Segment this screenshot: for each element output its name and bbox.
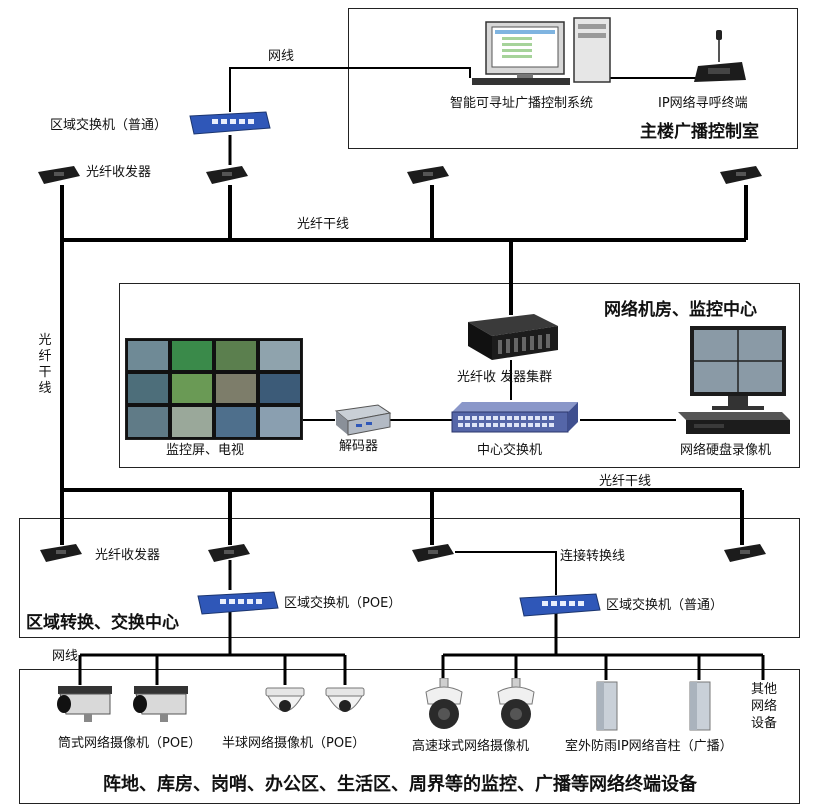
monitor-screen-label: 监控屏、电视 <box>166 443 245 458</box>
bullet-camera-icon <box>133 686 188 722</box>
fiber-transceiver-icon <box>412 544 454 562</box>
speed-dome-camera-icon <box>425 678 463 729</box>
fiber-trunk-vertical-label: 光 纤 干 线 <box>38 333 52 396</box>
switch-normal-icon <box>519 593 601 617</box>
speaker-column-icon <box>596 681 618 731</box>
nvr-label: 网络硬盘录像机 <box>680 443 772 458</box>
decoder-label: 解码器 <box>339 439 379 454</box>
decoder-icon <box>334 404 392 436</box>
bullet-camera-label: 筒式网络摄像机（POE） <box>58 736 202 751</box>
other-devices-label: 其他 网络 设备 <box>750 682 777 731</box>
fiber-transceiver-icon <box>38 166 80 184</box>
fiber-cluster-label: 光纤收 发器集群 <box>457 370 553 385</box>
fiber-transceiver-icon <box>407 166 449 184</box>
switch-poe-icon <box>197 591 279 615</box>
fiber-transceiver-icon <box>206 166 248 184</box>
switch-normal-top-icon <box>189 111 271 135</box>
speed-dome-label: 高速球式网络摄像机 <box>412 739 530 754</box>
broadcast-system-label: 智能可寻址广播控制系统 <box>450 96 594 111</box>
switch-normal-label: 区域交换机（普通） <box>606 598 724 613</box>
switch-poe-label: 区域交换机（POE） <box>284 596 402 611</box>
fiber-cluster-chassis-icon <box>468 314 558 360</box>
main-building-title: 主楼广播控制室 <box>640 122 759 142</box>
conversion-line-label: 连接转换线 <box>560 549 626 564</box>
network-line-top-label: 网线 <box>268 49 295 64</box>
fiber-transceiver-icon <box>208 544 250 562</box>
fiber-transceiver-icon <box>724 544 766 562</box>
network-line-bottom-label: 网线 <box>52 649 79 664</box>
dome-camera-icon <box>325 687 365 712</box>
core-switch-label: 中心交换机 <box>477 443 543 458</box>
fiber-trunk-top-label: 光纤干线 <box>297 217 350 232</box>
switch-top-label: 区域交换机（普通） <box>50 118 168 133</box>
dome-camera-icon <box>265 687 305 712</box>
dome-camera-label: 半球网络摄像机（POE） <box>222 736 366 751</box>
network-room-title: 网络机房、监控中心 <box>604 300 757 320</box>
fiber-transceiver-top-label: 光纤收发器 <box>86 165 152 180</box>
bullet-camera-icon <box>57 686 112 722</box>
fiber-transceiver-bottom-label: 光纤收发器 <box>95 548 161 563</box>
fiber-transceiver-icon <box>720 166 762 184</box>
speaker-column-icon <box>689 681 711 731</box>
fiber-trunk-mid-label: 光纤干线 <box>599 474 652 489</box>
fiber-transceiver-icon <box>40 544 82 562</box>
nvr-icon <box>678 326 790 434</box>
monitor-wall-icon <box>125 338 303 440</box>
terminals-title: 阵地、库房、岗哨、办公区、生活区、周界等的监控、广播等网络终端设备 <box>103 774 697 795</box>
core-switch-icon <box>451 402 578 433</box>
ip-paging-terminal-icon <box>694 30 746 82</box>
ip-terminal-label: IP网络寻呼终端 <box>658 96 748 111</box>
regional-exchange-center-box <box>19 518 800 638</box>
speed-dome-camera-icon <box>497 678 535 729</box>
regional-title: 区域转换、交换中心 <box>26 613 179 633</box>
pc-broadcast-control-icon <box>472 17 611 85</box>
speaker-label: 室外防雨IP网络音柱（广播） <box>565 739 733 754</box>
